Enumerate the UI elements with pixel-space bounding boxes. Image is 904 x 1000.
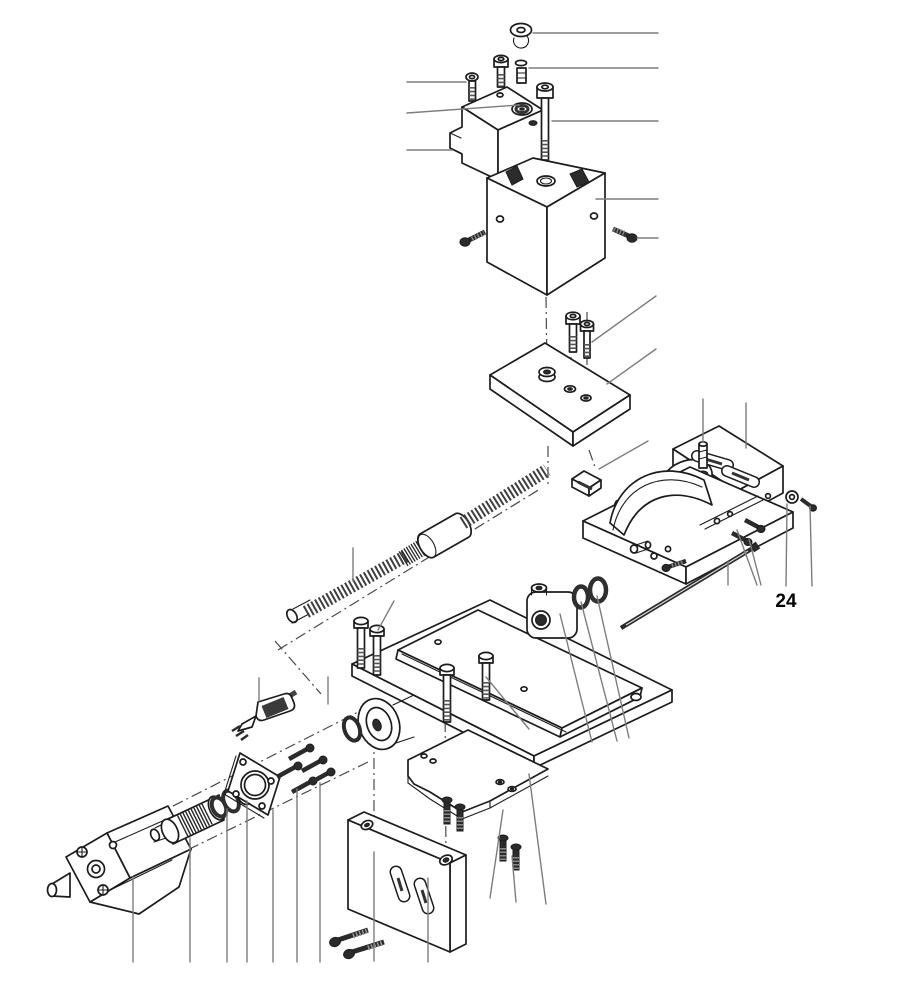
clamp-side-screw-right — [611, 226, 638, 243]
flange-screws — [275, 743, 336, 794]
plate-cap-screws — [565, 311, 595, 359]
power-plug — [231, 689, 298, 742]
short-cap-screw — [493, 54, 509, 88]
base-set-screws — [629, 518, 766, 573]
slide-cap-screws — [353, 616, 494, 723]
bearing-flange — [223, 752, 281, 819]
left-cap-screw — [465, 72, 479, 102]
base-screw — [799, 497, 817, 512]
set-screw — [514, 59, 528, 84]
leader-lines — [132, 32, 813, 963]
drive-train-group — [46, 689, 336, 915]
tool-clamp-block — [486, 157, 606, 296]
swivel-base-group — [582, 425, 817, 585]
bracket-screws — [441, 796, 522, 871]
base-plate-screws — [329, 927, 385, 960]
toolpost-group — [449, 22, 638, 296]
top-washer — [511, 102, 533, 116]
toolpost-cap-washer — [509, 22, 533, 49]
swivel-clamp-arc — [609, 470, 713, 536]
base-mount-group — [329, 729, 549, 960]
leadscrew — [285, 464, 551, 624]
gib-key — [571, 470, 602, 497]
swivel-pin — [698, 440, 708, 469]
clamp-side-screw-left — [459, 229, 487, 247]
callout-24: 24 — [775, 591, 797, 612]
shim-rings — [571, 576, 609, 610]
base-washer — [785, 490, 799, 504]
top-slide-plate — [489, 342, 631, 447]
slide-plate-group — [489, 311, 631, 497]
leadscrew-nut — [526, 583, 578, 639]
